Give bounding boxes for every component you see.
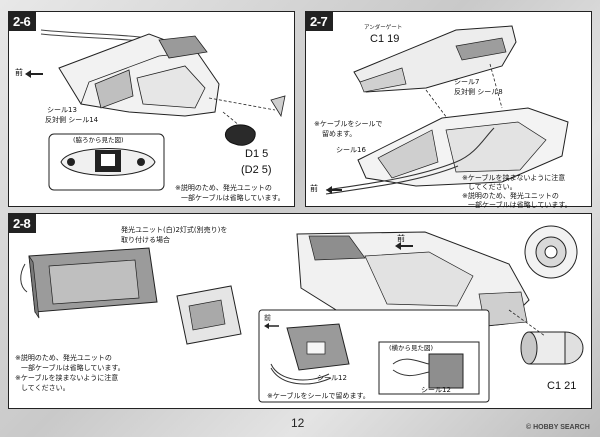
- step-2-7-illustration: [325, 25, 569, 195]
- side-view-caption: (横から見た図): [389, 344, 434, 352]
- seal-7-label: シール7: [454, 78, 480, 86]
- side-view-caption: (脇ろから見た図): [73, 136, 124, 144]
- part-c1-21: C1 21: [547, 380, 577, 392]
- light-unit-line-2: 取り付ける場合: [121, 236, 170, 244]
- note-line-1: ※ケーブルを挟まないように注意: [462, 174, 566, 182]
- step-2-6-illustration: [25, 29, 286, 191]
- note-left-1: ※説明のため、発光ユニットの: [15, 354, 112, 362]
- part-c1-19: C1 19: [370, 33, 400, 45]
- page-number: 12: [291, 416, 305, 430]
- step-number: 2-8: [8, 213, 37, 233]
- note-line-2: 一部ケーブルは省略しています。: [181, 194, 285, 202]
- note-line-2: してください。: [468, 183, 517, 191]
- part-d2: (D2 5): [241, 164, 272, 176]
- note-left-3: ※ケーブルを挟まないように注意: [15, 374, 119, 382]
- note-left-2: 一部ケーブルは省略しています。: [21, 364, 125, 372]
- note-left-4: してください。: [21, 384, 70, 392]
- note-line-3: ※説明のため、発光ユニットの: [462, 192, 559, 200]
- step-2-6-panel: 2-6 前 シ: [8, 11, 295, 207]
- undergate-label: アンダーゲート: [364, 25, 403, 31]
- note-line-4: 一部ケーブルは省略しています。: [468, 201, 572, 209]
- cable-note: ※ケーブルをシールで留めます。: [267, 392, 370, 400]
- step-2-7-panel: 2-7 アンダーゲート C1 19 シール7 反対側 シール8 ※ケーブルをシー…: [305, 11, 592, 209]
- front-label: 前: [397, 234, 405, 243]
- cable-note-1: ※ケーブルをシールで: [314, 120, 383, 128]
- note-line-1: ※説明のため、発光ユニットの: [175, 184, 272, 192]
- seal-13-label: シール13: [47, 106, 77, 114]
- cable-note-2: 留めます。: [322, 130, 357, 138]
- part-d1: D1 5: [245, 148, 269, 160]
- step-2-8-illustration: [20, 225, 584, 403]
- seal-12-label-a: シール12: [317, 374, 347, 382]
- opposite-seal-14-label: 反対側 シール14: [45, 116, 99, 124]
- step-2-8-panel: 2-8: [8, 213, 592, 409]
- seal-12-label-b: シール12: [421, 386, 451, 394]
- watermark: © HOBBY SEARCH: [526, 424, 590, 431]
- front-label: 前: [310, 184, 318, 193]
- front-label: 前: [15, 68, 23, 77]
- light-unit-line-1: 発光ユニット(白)2灯式(別売り)を: [121, 226, 228, 234]
- front-label-2: 前: [264, 314, 271, 322]
- opposite-seal-8-label: 反対側 シール8: [454, 88, 503, 96]
- step-number: 2-6: [8, 11, 37, 31]
- step-number: 2-7: [305, 11, 334, 31]
- seal-16-label: シール16: [336, 146, 366, 154]
